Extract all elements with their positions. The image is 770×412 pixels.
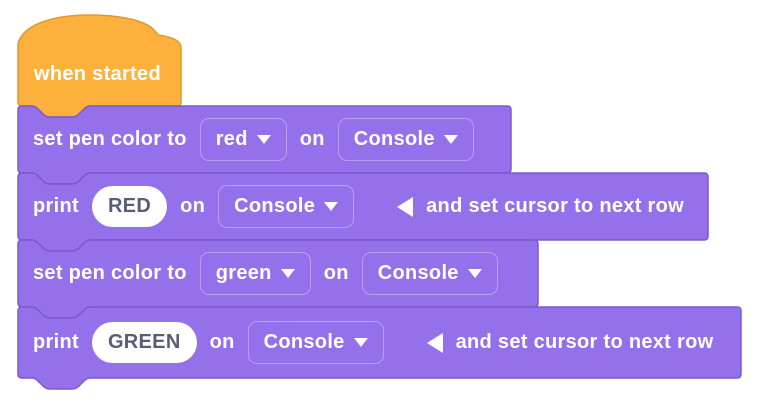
device-dropdown[interactable]: Console <box>361 252 498 295</box>
block-label-on: on <box>299 128 325 150</box>
dropdown-value: Console <box>263 331 345 353</box>
block-set-pen-color-green[interactable]: set pen color to green on Console <box>17 239 539 319</box>
dropdown-value: Console <box>377 262 459 284</box>
pen-color-dropdown[interactable]: green <box>199 252 311 295</box>
block-set-pen-color-red[interactable]: set pen color to red on Console <box>17 105 512 185</box>
block-print-red[interactable]: print RED on Console and set cursor to n… <box>17 172 709 252</box>
dropdown-caret-icon <box>443 135 458 144</box>
block-label-suffix: and set cursor to next row <box>426 195 684 217</box>
block-label-on: on <box>180 195 206 217</box>
dropdown-caret-icon <box>324 202 339 211</box>
dropdown-caret-icon <box>353 338 368 347</box>
hat-block-label: when started <box>34 62 161 85</box>
block-label-prefix: set pen color to <box>33 128 187 150</box>
collapse-arrow-icon[interactable] <box>397 196 414 217</box>
dropdown-value: green <box>215 262 272 284</box>
device-dropdown[interactable]: Console <box>337 118 474 161</box>
dropdown-caret-icon <box>280 269 295 278</box>
hat-block-when-started[interactable]: when started <box>17 14 182 118</box>
pen-color-dropdown[interactable]: red <box>199 118 287 161</box>
dropdown-caret-icon <box>467 269 482 278</box>
block-label-suffix: and set cursor to next row <box>455 331 714 353</box>
block-label-prefix: set pen color to <box>33 262 187 284</box>
collapse-arrow-icon[interactable] <box>426 332 443 353</box>
dropdown-value: Console <box>234 195 316 217</box>
dropdown-value: Console <box>353 128 435 150</box>
block-label-prefix: print <box>33 331 79 353</box>
print-value-input[interactable]: RED <box>91 186 168 227</box>
block-label-on: on <box>209 331 235 353</box>
print-value-input[interactable]: GREEN <box>91 322 197 363</box>
block-label-on: on <box>323 262 349 284</box>
block-label-prefix: print <box>33 195 79 217</box>
device-dropdown[interactable]: Console <box>247 321 384 364</box>
dropdown-value: red <box>215 128 248 150</box>
dropdown-caret-icon <box>256 135 271 144</box>
device-dropdown[interactable]: Console <box>218 185 355 228</box>
block-print-green[interactable]: print GREEN on Console and set cursor to… <box>17 306 742 390</box>
